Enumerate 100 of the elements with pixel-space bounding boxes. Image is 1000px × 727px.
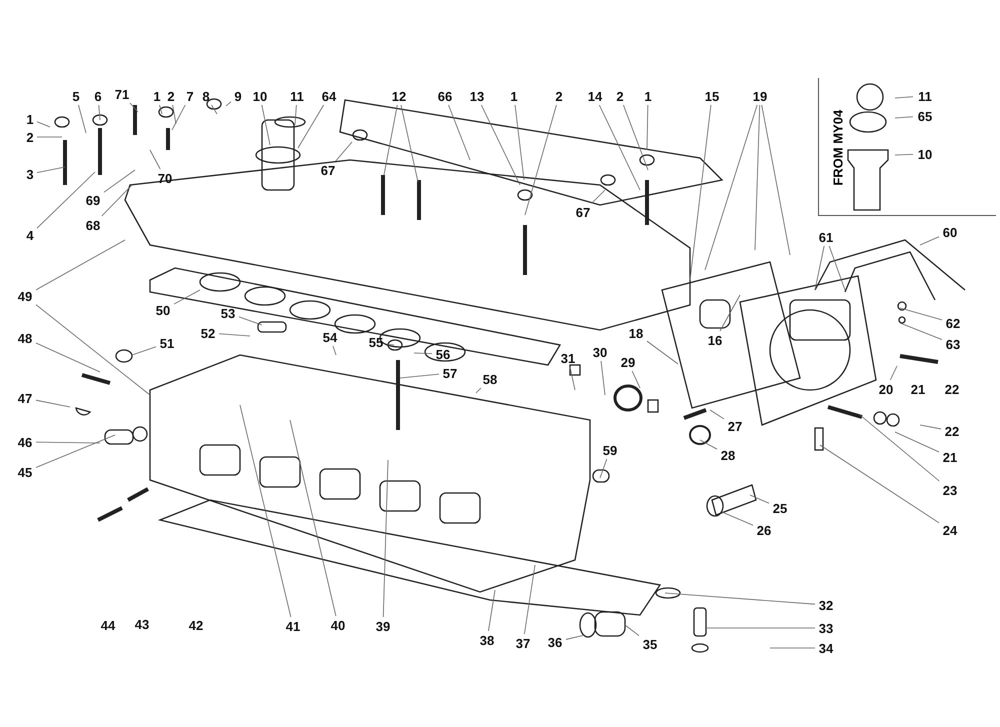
callout-number: 22 [942, 423, 962, 439]
callout-number: 2 [614, 88, 626, 104]
leader-line [664, 592, 816, 605]
callout-number: 7 [184, 88, 196, 104]
callout-number: 68 [83, 217, 103, 233]
leader-line [448, 104, 470, 160]
callout-number: 6 [92, 88, 104, 104]
callout-number: 10 [250, 88, 270, 104]
callout-number: 43 [132, 616, 152, 632]
leader-line [400, 104, 418, 182]
callout-number: 9 [232, 88, 244, 104]
callout-number: 38 [477, 632, 497, 648]
leader-line [384, 104, 398, 176]
leader-line [294, 104, 297, 126]
callout-number: 2 [553, 88, 565, 104]
leader-line [860, 414, 940, 482]
leader-line [132, 346, 156, 356]
leader-line [894, 154, 914, 156]
callout-number: 33 [816, 620, 836, 636]
leader-line [130, 102, 138, 112]
callout-number: 54 [320, 329, 340, 345]
callout-number: 30 [590, 344, 610, 360]
callout-number: 35 [640, 636, 660, 652]
leader-line [36, 434, 116, 468]
leader-line [566, 634, 586, 640]
callout-number: 3 [24, 166, 36, 182]
leader-line [290, 420, 336, 616]
callout-number: 69 [83, 192, 103, 208]
leader-line [600, 458, 608, 478]
leader-line [36, 400, 70, 408]
callout-number: 1 [24, 111, 36, 127]
leader-line [623, 104, 648, 170]
leader-line [174, 290, 200, 304]
callout-number: 62 [943, 315, 963, 331]
callout-number: 67 [573, 204, 593, 220]
leader-line [218, 333, 250, 336]
callout-number: 44 [98, 617, 118, 633]
leader-line [570, 366, 576, 390]
inset-panel [818, 78, 996, 216]
callout-number: 29 [618, 354, 638, 370]
leader-line [400, 374, 440, 378]
callout-number: 63 [943, 336, 963, 352]
callout-number: 16 [705, 332, 725, 348]
inset-heading: FROM MY04 [829, 108, 846, 188]
leader-line [598, 104, 640, 190]
callout-number: 64 [319, 88, 339, 104]
leader-line [894, 116, 914, 118]
leader-line [488, 590, 496, 632]
leader-line [261, 104, 270, 146]
callout-number: 47 [15, 390, 35, 406]
callout-number: 2 [24, 129, 36, 145]
callout-number: 48 [15, 330, 35, 346]
leader-line [900, 322, 942, 340]
leader-line [101, 184, 132, 216]
callout-number: 37 [513, 635, 533, 651]
callout-number: 21 [908, 381, 928, 397]
callout-number: 25 [770, 500, 790, 516]
leader-line [524, 104, 557, 216]
callout-number: 19 [750, 88, 770, 104]
callout-number: 13 [467, 88, 487, 104]
leader-line [920, 236, 940, 246]
leader-line [226, 101, 232, 106]
leader-line [476, 388, 482, 394]
leader-line [720, 294, 740, 332]
leader-line [36, 121, 50, 128]
leader-line [814, 246, 825, 290]
callout-number: 2 [165, 88, 177, 104]
leader-line [172, 104, 176, 124]
callout-number: 1 [508, 88, 520, 104]
callout-number: 58 [480, 371, 500, 387]
leader-line [761, 104, 790, 256]
leader-line [36, 172, 96, 229]
callout-number: 15 [702, 88, 722, 104]
leader-line [240, 404, 292, 618]
leader-line [920, 424, 942, 430]
leader-line [646, 340, 678, 364]
leader-line [36, 442, 100, 444]
leader-line [624, 624, 640, 636]
leader-line [900, 308, 942, 320]
callout-number: 26 [754, 522, 774, 538]
callout-number: 67 [318, 162, 338, 178]
callout-number: 27 [725, 418, 745, 434]
leader-line [386, 343, 394, 346]
callout-number: 21 [940, 449, 960, 465]
leader-line [646, 104, 648, 150]
leader-line [704, 104, 758, 270]
callout-number: 22 [942, 381, 962, 397]
callout-number: 42 [186, 617, 206, 633]
leader-line [150, 150, 161, 170]
leader-line [710, 410, 724, 420]
leader-line [722, 512, 754, 526]
leader-line [754, 104, 760, 250]
callout-number: 60 [940, 224, 960, 240]
leader-line [335, 142, 352, 162]
callout-number: 1 [642, 88, 654, 104]
callout-number: 50 [153, 302, 173, 318]
callout-number: 65 [915, 108, 935, 124]
callout-number: 11 [915, 88, 935, 104]
leader-line [632, 370, 640, 388]
callout-number: 45 [15, 464, 35, 480]
